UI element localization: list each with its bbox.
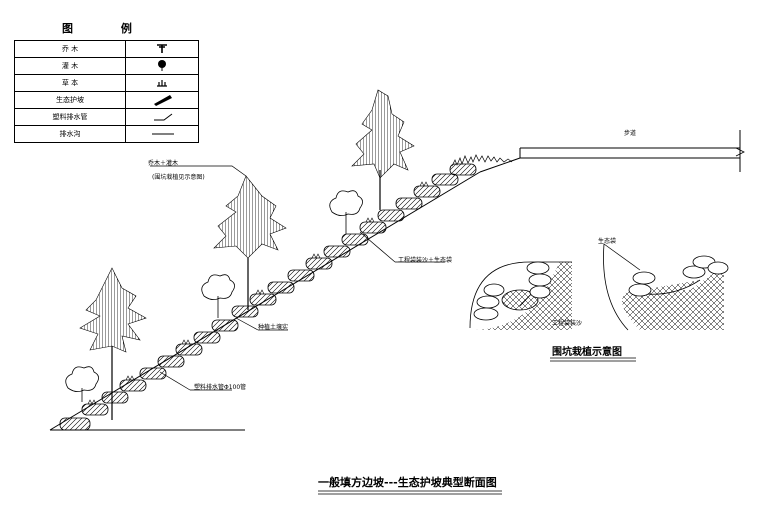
- legend-row: 塑料排水管: [14, 108, 199, 126]
- tree-icon: [79, 267, 147, 420]
- grass-icon: [451, 154, 513, 167]
- pit-detail-left: [469, 261, 572, 330]
- legend-title: 图 例: [62, 22, 154, 35]
- eco-bag-steps: [59, 163, 477, 431]
- geo-bag-leader: [359, 231, 445, 263]
- geo-bag-label: 工程袋装沙＋生态袋: [398, 257, 453, 264]
- legend-row: 灌 木: [14, 57, 199, 75]
- shrub-icon: [125, 57, 199, 75]
- soil-label: 种植土壤实: [258, 324, 289, 331]
- legend-row: 排水沟: [14, 125, 199, 143]
- main-title: 一般填方边坡---生态护坡典型断面图: [318, 476, 497, 489]
- legend-row: 生态护坡: [14, 91, 199, 109]
- legend-table: 乔 木 灌 木 草 本 生态护坡 塑料排水管 排水沟: [14, 40, 199, 143]
- ditch-line-icon: [125, 125, 199, 143]
- tree-leader: [150, 165, 247, 177]
- path-label: 步道: [624, 130, 637, 137]
- legend-row: 草 本: [14, 74, 199, 92]
- pit-title: 围坑栽植示意图: [552, 347, 622, 358]
- eco-bag-label: 生态袋: [598, 238, 617, 245]
- drain-pipe-leader: [159, 371, 232, 391]
- tree-planting-note: (围坑栽植见示意图): [152, 174, 205, 181]
- eng-sand-bag-label: 工程袋装沙: [552, 320, 583, 327]
- eco-block-icon: [125, 91, 199, 109]
- tree-planting-label: 乔木＋灌木: [148, 160, 179, 167]
- tree-icon: [213, 175, 287, 310]
- shrub-icon: [65, 190, 363, 402]
- pit-detail-right: [603, 243, 729, 331]
- path-slab: [519, 147, 740, 159]
- tree-icon: [351, 89, 415, 210]
- drain-pipe-label: 塑料排水管Φ100管: [194, 384, 247, 391]
- soil-leader: [235, 317, 288, 331]
